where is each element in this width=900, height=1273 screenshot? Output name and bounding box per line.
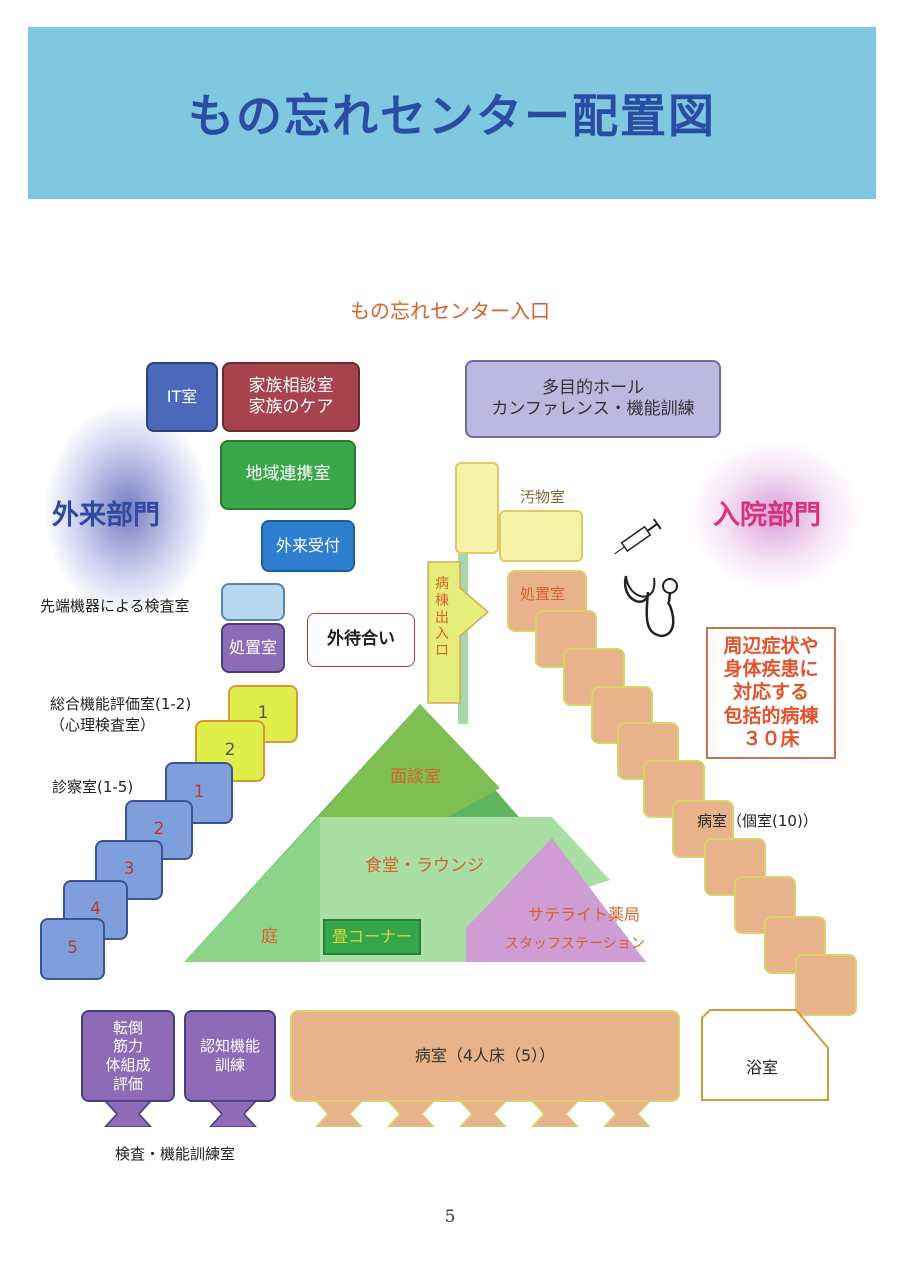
consult-room-label: 診察室(1-5) [52,778,134,796]
corridor-block [455,462,499,554]
it-room: IT室 [146,362,218,432]
central-triangle [184,704,646,962]
consult-room-5: 5 [40,918,105,980]
page-number: 5 [444,1207,456,1227]
fall-strength-eval-room: 転倒 筋力 体組成 評価 [81,1010,175,1102]
inpatient-note: 周辺症状や 身体疾患に 対応する 包括的病棟 ３０床 [706,627,836,759]
inpatient-glow [690,440,860,590]
exam-device-room [221,583,285,621]
private-ward-label: 病室（個室(10)） [697,812,818,830]
door-marker [458,1101,508,1127]
multipurpose-hall: 多目的ホール カンファレンス・機能訓練 [465,360,721,438]
outpatient-reception: 外来受付 [261,520,355,572]
ward-entrance-label: 病 棟 出 入 ロ [435,576,449,660]
exam-training-label: 検査・機能訓練室 [115,1145,236,1163]
door-marker [602,1101,652,1127]
door-marker [386,1101,436,1127]
outer-waiting-area: 外待合い [307,613,415,667]
title-banner: もの忘れセンター配置図 [28,27,876,199]
door-marker [530,1101,580,1127]
door-marker [208,1101,258,1127]
tatami-corner: 畳コーナー [323,919,421,955]
garden-label: 庭 [261,927,278,947]
family-consult-room: 家族相談室 家族のケア [222,362,360,432]
pharmacy-label: サテライト薬局 [528,905,641,924]
ward-entrance-arrow [427,561,490,704]
treatment-room-outpatient: 処置室 [221,623,285,673]
outpatient-dept-label: 外来部門 [52,500,160,531]
dining-lounge-label: 食堂・ラウンジ [365,856,484,876]
inpatient-dept-label: 入院部門 [713,500,821,531]
corridor-line [458,554,468,724]
bath-room-label: 浴室 [746,1058,779,1077]
staff-station-label: スタッフステーション [505,936,645,952]
syringe-icon [614,518,662,555]
exam-device-label: 先端機器による検査室 [40,597,190,615]
soiled-room-label: 汚物室 [520,488,566,506]
page-title: もの忘れセンター配置図 [188,89,716,143]
door-marker [314,1101,364,1127]
bath-room-shape [701,1009,829,1101]
interview-room-label: 面談室 [390,767,441,787]
soiled-room-block [499,510,583,562]
eval-room-label: 総合機能評価室(1-2) （心理検査室） [50,695,192,734]
four-bed-ward: 病室（4人床（5）） [290,1010,680,1102]
treatment-room-inpatient-label: 処置室 [520,585,566,603]
door-marker [103,1101,153,1127]
outpatient-glow [45,405,210,615]
cognitive-training-room: 認知機能 訓練 [184,1010,276,1102]
private-ward [795,954,857,1016]
regional-liaison-room: 地域連携室 [220,440,356,510]
stethoscope-icon [623,575,678,638]
entrance-label: もの忘れセンター入口 [350,299,550,323]
private-ward [704,838,766,896]
